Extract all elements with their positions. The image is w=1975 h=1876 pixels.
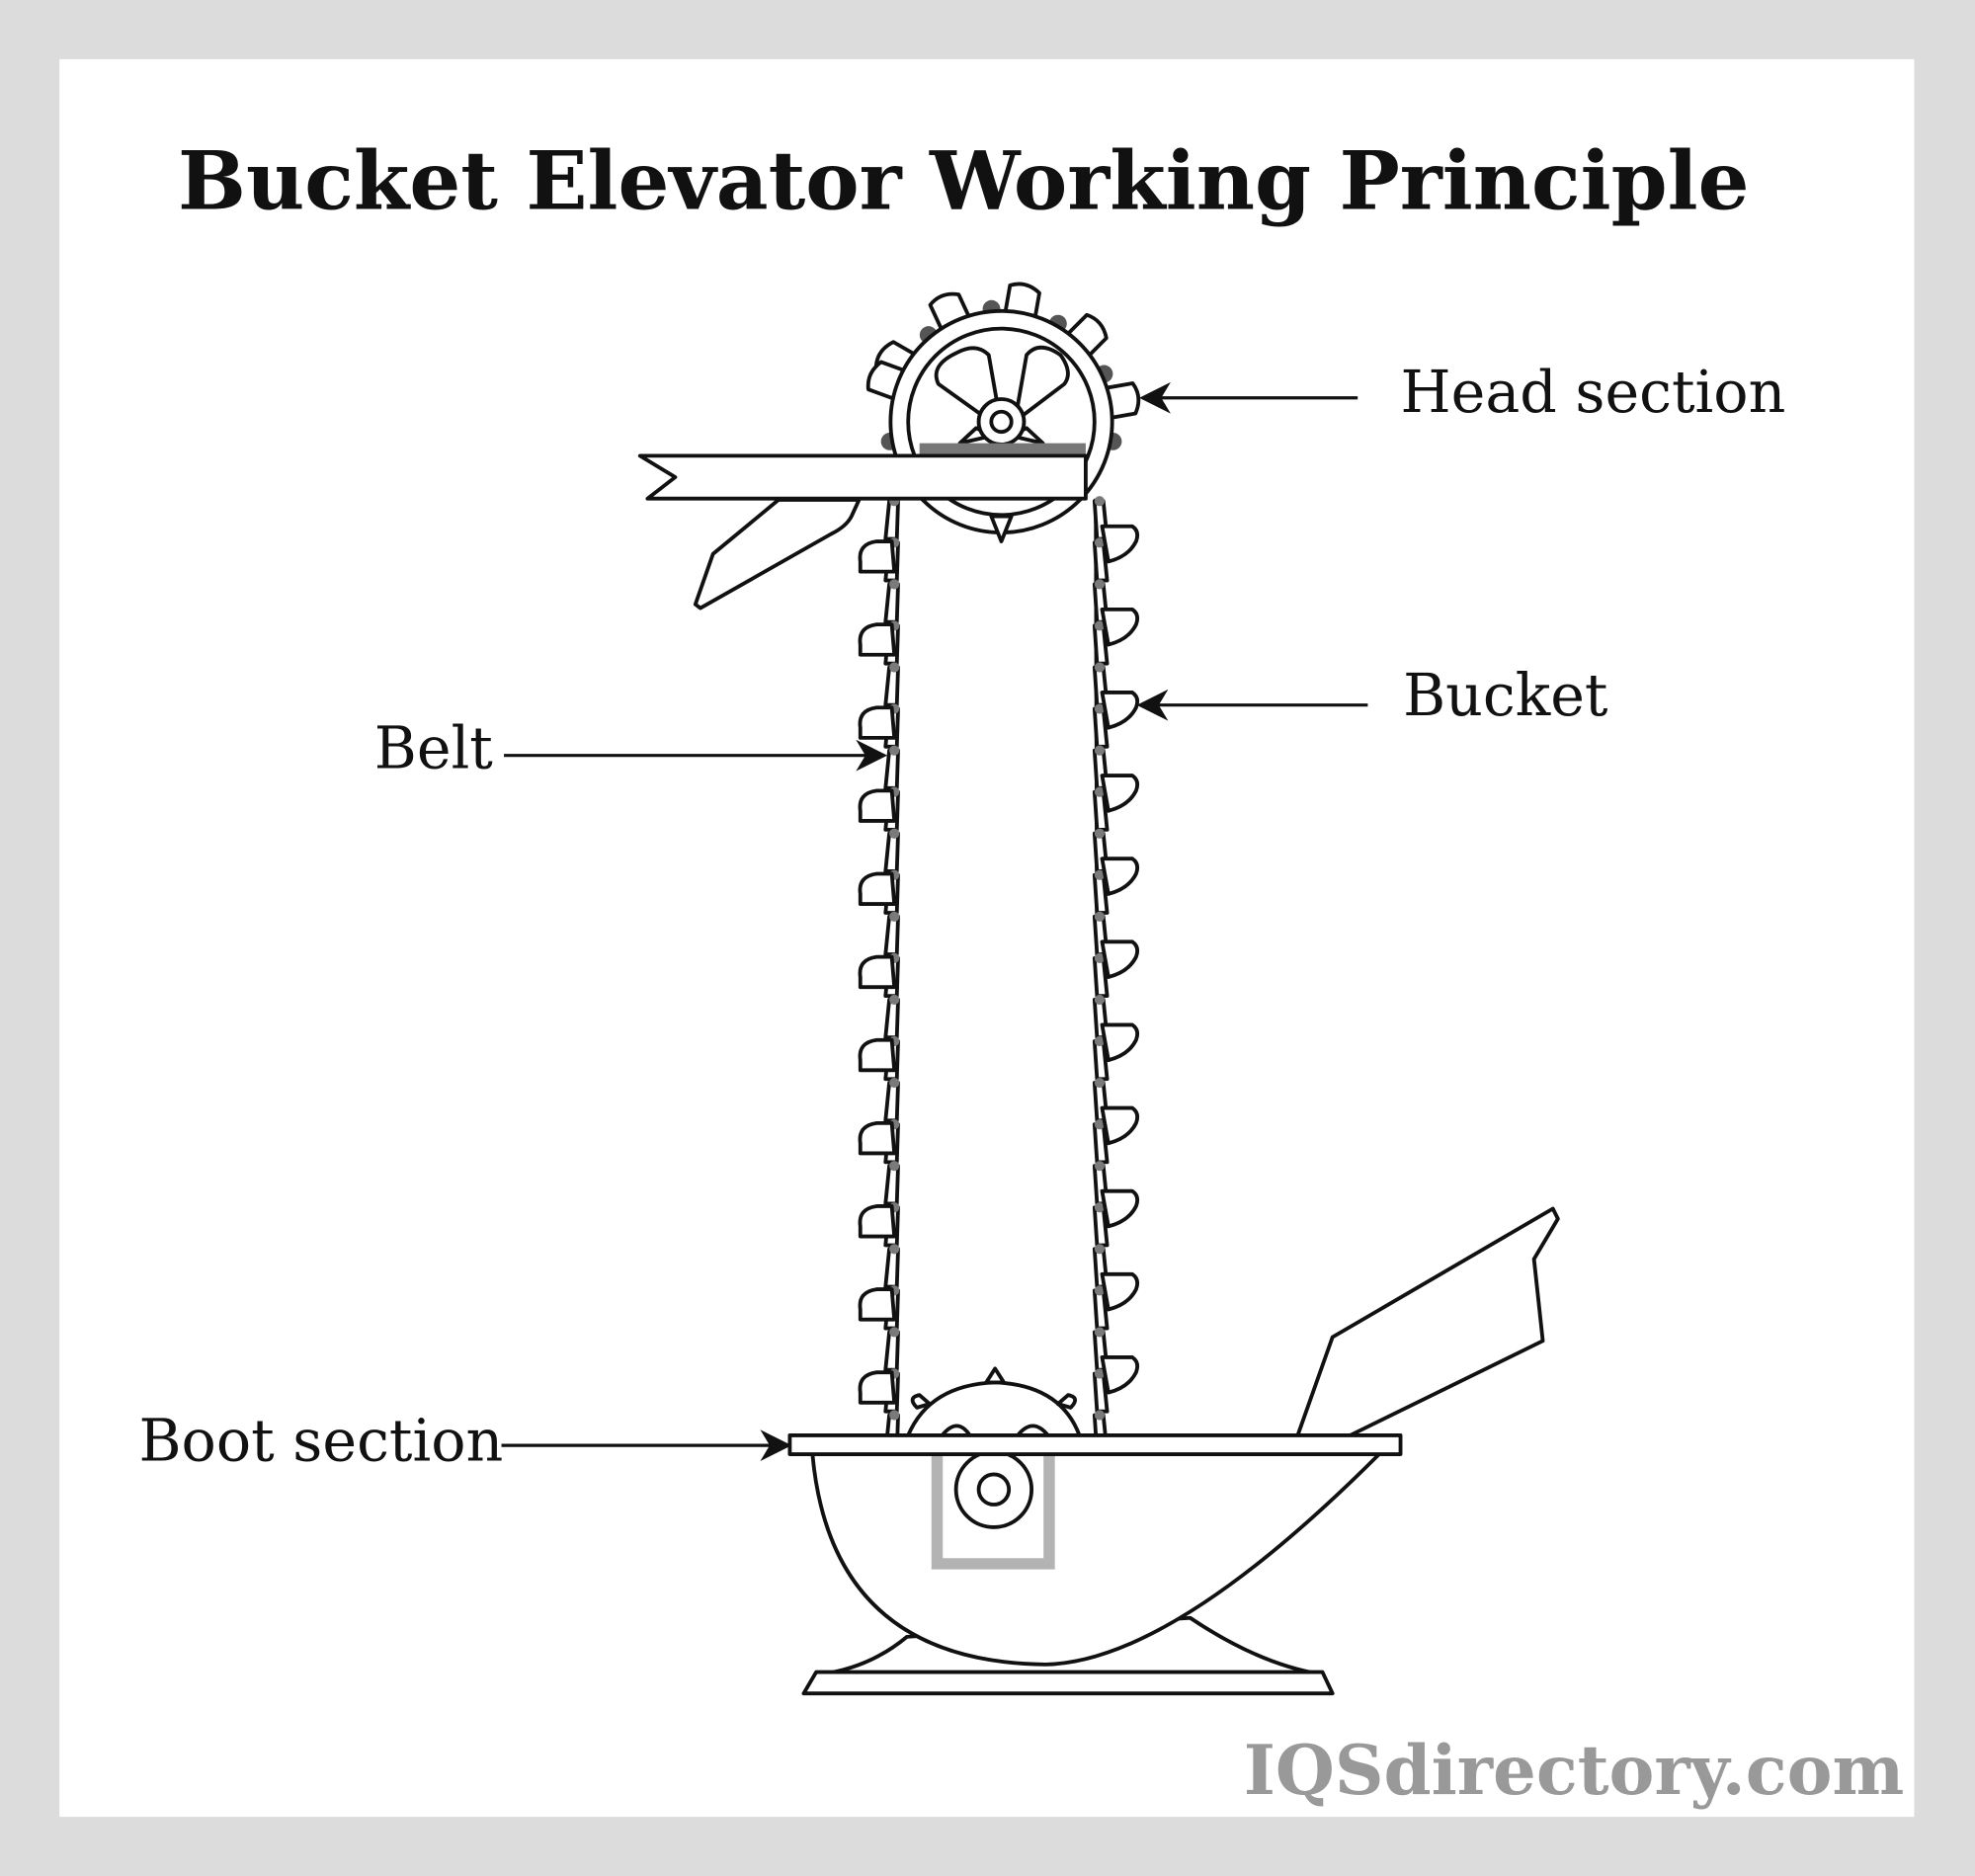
link-dot bbox=[1094, 1202, 1106, 1213]
label-belt: Belt bbox=[374, 714, 493, 781]
bucket bbox=[858, 1120, 897, 1156]
belt-link bbox=[883, 1247, 900, 1289]
bucket bbox=[858, 788, 897, 823]
belt-link bbox=[883, 1164, 900, 1206]
link-dot bbox=[889, 828, 900, 839]
link-dot bbox=[889, 1077, 900, 1089]
belt-link bbox=[883, 1081, 900, 1123]
bucket bbox=[858, 871, 897, 907]
link-dot bbox=[889, 579, 900, 590]
link-dot bbox=[889, 1161, 900, 1172]
link-dot bbox=[889, 1244, 900, 1255]
link-dot bbox=[1094, 537, 1106, 548]
bucket bbox=[1100, 524, 1140, 564]
link-dot bbox=[1094, 828, 1106, 839]
link-dot bbox=[1094, 1077, 1106, 1089]
link-dot bbox=[1094, 620, 1106, 631]
link-dot bbox=[889, 994, 900, 1006]
link-dot bbox=[889, 1410, 900, 1421]
bucket bbox=[1100, 607, 1140, 647]
bucket bbox=[1100, 1105, 1140, 1146]
link-dot bbox=[1094, 1161, 1106, 1172]
belt-link bbox=[883, 665, 900, 707]
bucket bbox=[1100, 1188, 1140, 1229]
label-bucket: Bucket bbox=[1403, 662, 1608, 729]
link-dot bbox=[1094, 994, 1106, 1006]
link-dot bbox=[1094, 703, 1106, 714]
link-dot bbox=[1094, 745, 1106, 756]
link-dot bbox=[1094, 911, 1106, 922]
link-dot bbox=[1094, 786, 1106, 797]
bucket bbox=[858, 1287, 897, 1322]
diagram-title: Bucket Elevator Working Principle bbox=[178, 134, 1749, 229]
link-dot bbox=[889, 911, 900, 922]
link-dot bbox=[1094, 1244, 1106, 1255]
head-platform bbox=[637, 453, 1088, 501]
belt bbox=[858, 496, 1140, 1455]
belt-link bbox=[883, 582, 900, 624]
link-dot bbox=[1094, 1368, 1106, 1379]
link-dot bbox=[889, 745, 900, 756]
belt-link bbox=[883, 1330, 900, 1372]
link-dot bbox=[889, 662, 900, 673]
bucket bbox=[1100, 691, 1140, 730]
belt-link bbox=[883, 914, 900, 956]
label-head-section: Head section bbox=[1401, 359, 1786, 426]
link-dot bbox=[1094, 1410, 1106, 1421]
watermark: IQSdirectory.com bbox=[1244, 1731, 1905, 1811]
feed-chute bbox=[1295, 1206, 1560, 1439]
bucket bbox=[1100, 856, 1140, 896]
link-dot bbox=[1094, 1327, 1106, 1338]
boot-section bbox=[787, 1366, 1403, 1696]
bucket bbox=[1100, 1354, 1140, 1395]
link-dot bbox=[1094, 952, 1106, 963]
link-dot bbox=[1094, 662, 1106, 673]
bucket bbox=[858, 1370, 897, 1405]
belt-link bbox=[883, 748, 900, 790]
label-boot-section: Boot section bbox=[138, 1407, 503, 1474]
bucket bbox=[858, 954, 897, 990]
bucket bbox=[1100, 1271, 1140, 1312]
bucket bbox=[858, 705, 897, 740]
bucket bbox=[858, 539, 897, 574]
link-dot bbox=[1094, 1119, 1106, 1130]
belt-link bbox=[883, 831, 900, 873]
link-dot bbox=[1094, 1285, 1106, 1296]
link-dot bbox=[1094, 579, 1106, 590]
belt-link bbox=[883, 499, 900, 541]
link-dot bbox=[1094, 1035, 1106, 1047]
link-dot bbox=[889, 1327, 900, 1338]
link-dot bbox=[1094, 496, 1106, 507]
bucket bbox=[1100, 1022, 1140, 1063]
belt-link bbox=[883, 998, 900, 1040]
bucket bbox=[858, 622, 897, 657]
bucket bbox=[858, 1037, 897, 1073]
bucket bbox=[1100, 774, 1140, 813]
bucket bbox=[1100, 939, 1140, 979]
link-dot bbox=[1094, 869, 1106, 880]
bucket bbox=[858, 1204, 897, 1239]
